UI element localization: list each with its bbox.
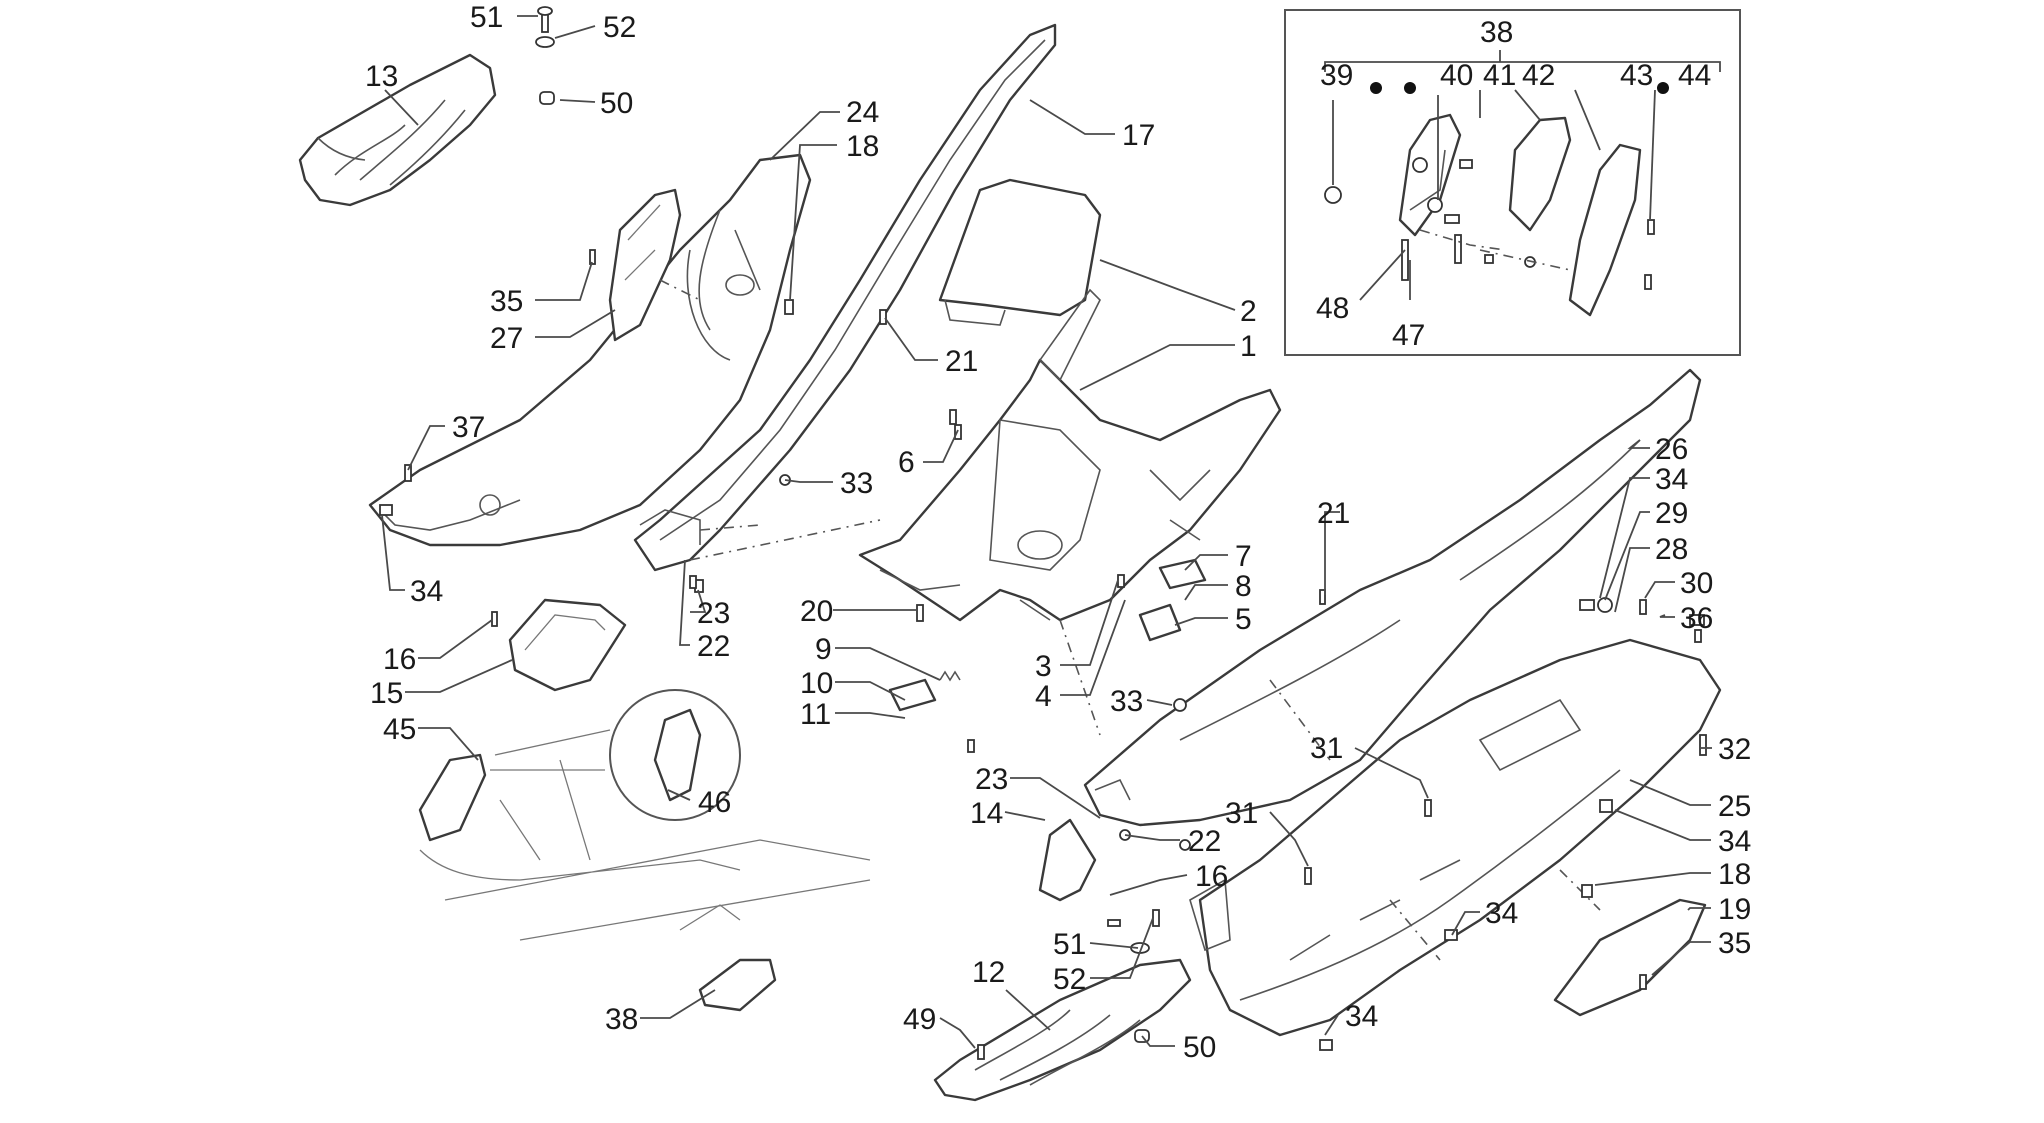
callout-19: 19 [1718, 893, 1751, 926]
inset-38-handle-assembly [1284, 9, 1741, 356]
callout-22: 22 [1188, 825, 1221, 858]
callout-50: 50 [600, 87, 633, 120]
callout-18: 18 [846, 130, 879, 163]
part-26-right-side-panel [1083, 368, 1702, 827]
callout-34: 34 [410, 575, 443, 608]
callout-21: 21 [1317, 497, 1350, 530]
callout-20: 20 [800, 595, 833, 628]
callout-3: 3 [1035, 650, 1052, 683]
part-14-trim [1038, 818, 1097, 902]
callout-31: 31 [1225, 797, 1258, 830]
callout-22: 22 [697, 630, 730, 663]
part-13-footrest-mat [298, 53, 497, 207]
callout-23: 23 [975, 763, 1008, 796]
callout-18: 18 [1718, 858, 1751, 891]
callout-40: 40 [1440, 59, 1473, 92]
callout-2: 2 [1240, 295, 1257, 328]
part-17-central-tunnel-trim [633, 23, 1057, 572]
callout-21: 21 [945, 345, 978, 378]
callout-47: 47 [1392, 319, 1425, 352]
callout-34: 34 [1718, 825, 1751, 858]
callout-17: 17 [1122, 119, 1155, 152]
callout-37: 37 [452, 411, 485, 444]
callout-41: 41 [1483, 59, 1516, 92]
callout-16: 16 [383, 643, 416, 676]
part-7-bracket [1158, 558, 1207, 590]
callout-1: 1 [1240, 330, 1257, 363]
callout-34: 34 [1345, 1000, 1378, 1033]
callout-46: 46 [698, 786, 731, 819]
callout-33: 33 [840, 467, 873, 500]
callout-52: 52 [603, 11, 636, 44]
callout-29: 29 [1655, 497, 1688, 530]
callout-34: 34 [1655, 463, 1688, 496]
callout-16: 16 [1195, 860, 1228, 893]
callout-42: 42 [1522, 59, 1555, 92]
callout-33: 33 [1110, 685, 1143, 718]
callout-7: 7 [1235, 540, 1252, 573]
callout-14: 14 [970, 797, 1003, 830]
callout-27: 27 [490, 322, 523, 355]
callout-44: 44 [1678, 59, 1711, 92]
callout-5: 5 [1235, 603, 1252, 636]
detail-45-46-zoom [418, 689, 741, 842]
part-27-cover-panel [608, 188, 682, 342]
callout-35: 35 [490, 285, 523, 318]
callout-39: 39 [1320, 59, 1353, 92]
callout-9: 9 [815, 633, 832, 666]
part-24-left-side-panel [368, 153, 812, 547]
leader-lines [381, 15, 1712, 1049]
callout-35: 35 [1718, 927, 1751, 960]
part-9-spring [939, 670, 961, 682]
callout-23: 23 [697, 597, 730, 630]
callout-32: 32 [1718, 733, 1751, 766]
callout-numbers: 51 52 13 50 24 18 17 35 27 21 2 1 37 6 3… [365, 1, 1751, 1064]
part-25-lower-floor-panel [1189, 638, 1722, 1037]
callout-45: 45 [383, 713, 416, 746]
callout-31: 31 [1310, 732, 1343, 765]
callout-28: 28 [1655, 533, 1688, 566]
callout-12: 12 [972, 956, 1005, 989]
callout-6: 6 [898, 446, 915, 479]
part-19-panel [1553, 898, 1707, 1017]
callout-26: 26 [1655, 433, 1688, 466]
callout-52: 52 [1053, 963, 1086, 996]
callout-24: 24 [846, 96, 879, 129]
callout-49: 49 [903, 1003, 936, 1036]
callout-8: 8 [1235, 570, 1252, 603]
callout-50: 50 [1183, 1031, 1216, 1064]
detail-38-frame-sketch [419, 759, 871, 1012]
callout-10: 10 [800, 667, 833, 700]
callout-25: 25 [1718, 790, 1751, 823]
callout-43: 43 [1620, 59, 1653, 92]
part-2-lid [938, 178, 1102, 326]
callout-15: 15 [370, 677, 403, 710]
callout-36: 36 [1680, 602, 1713, 635]
callout-38: 38 [1480, 16, 1513, 49]
callout-30: 30 [1680, 567, 1713, 600]
assembly-dashed-lines [659, 279, 1601, 961]
part-1-center-body [858, 288, 1282, 622]
callout-13: 13 [365, 60, 398, 93]
callout-34: 34 [1485, 897, 1518, 930]
part-12-footrest-mat [933, 958, 1192, 1102]
part-15-panel [508, 598, 627, 692]
callout-51: 51 [1053, 928, 1086, 961]
callout-11: 11 [800, 698, 831, 731]
part-10-bracket [888, 678, 937, 712]
callout-38: 38 [605, 1003, 638, 1036]
callout-48: 48 [1316, 292, 1349, 325]
callout-51: 51 [470, 1, 503, 34]
callout-4: 4 [1035, 680, 1052, 713]
part-5-bracket [1138, 603, 1182, 642]
